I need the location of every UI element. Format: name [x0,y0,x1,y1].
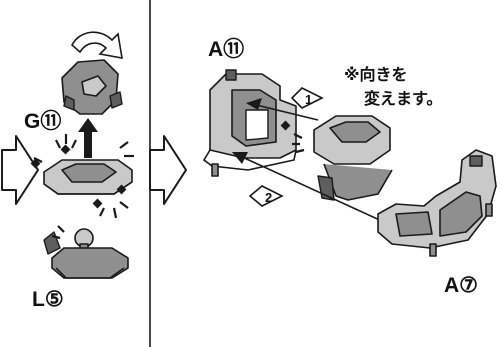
flow-arrow-icon [1,135,39,205]
part-l-label: L⑤ [32,288,64,311]
click-dot-icon [92,198,103,209]
step-number-icon: 1 [290,87,324,109]
rotate-arrow-icon [70,31,123,59]
insert-line [239,155,385,223]
click-dot-icon [60,144,71,155]
part-a7-frame [377,149,497,257]
part-middle-block [313,115,393,201]
insert-line [251,103,319,121]
click-sparkle-icon [51,225,65,240]
part-a7-label: A⑦ [444,274,478,297]
part-g-label: G⑪ [24,109,61,133]
flow-arrow-icon [149,135,187,205]
step-1-number: 1 [305,92,312,107]
insert-arrow-icon [246,98,262,110]
insert-arrow-icon [232,152,248,164]
step-2-number: 2 [265,190,272,205]
click-sparkle-icon [292,133,305,154]
click-dot-icon [116,184,127,195]
insert-arrow-icon [78,118,98,158]
part-a11-frame [202,69,297,177]
click-dot-icon [30,158,41,169]
note-line-1: ※向きを [344,65,408,84]
step-number-icon: 2 [248,185,284,207]
part-g-plate [43,159,133,195]
click-sparkle-icon [33,134,134,219]
note-line-2: 変えます。 [364,89,442,108]
part-a11-label: A⑪ [208,37,244,61]
head-part [61,59,123,115]
